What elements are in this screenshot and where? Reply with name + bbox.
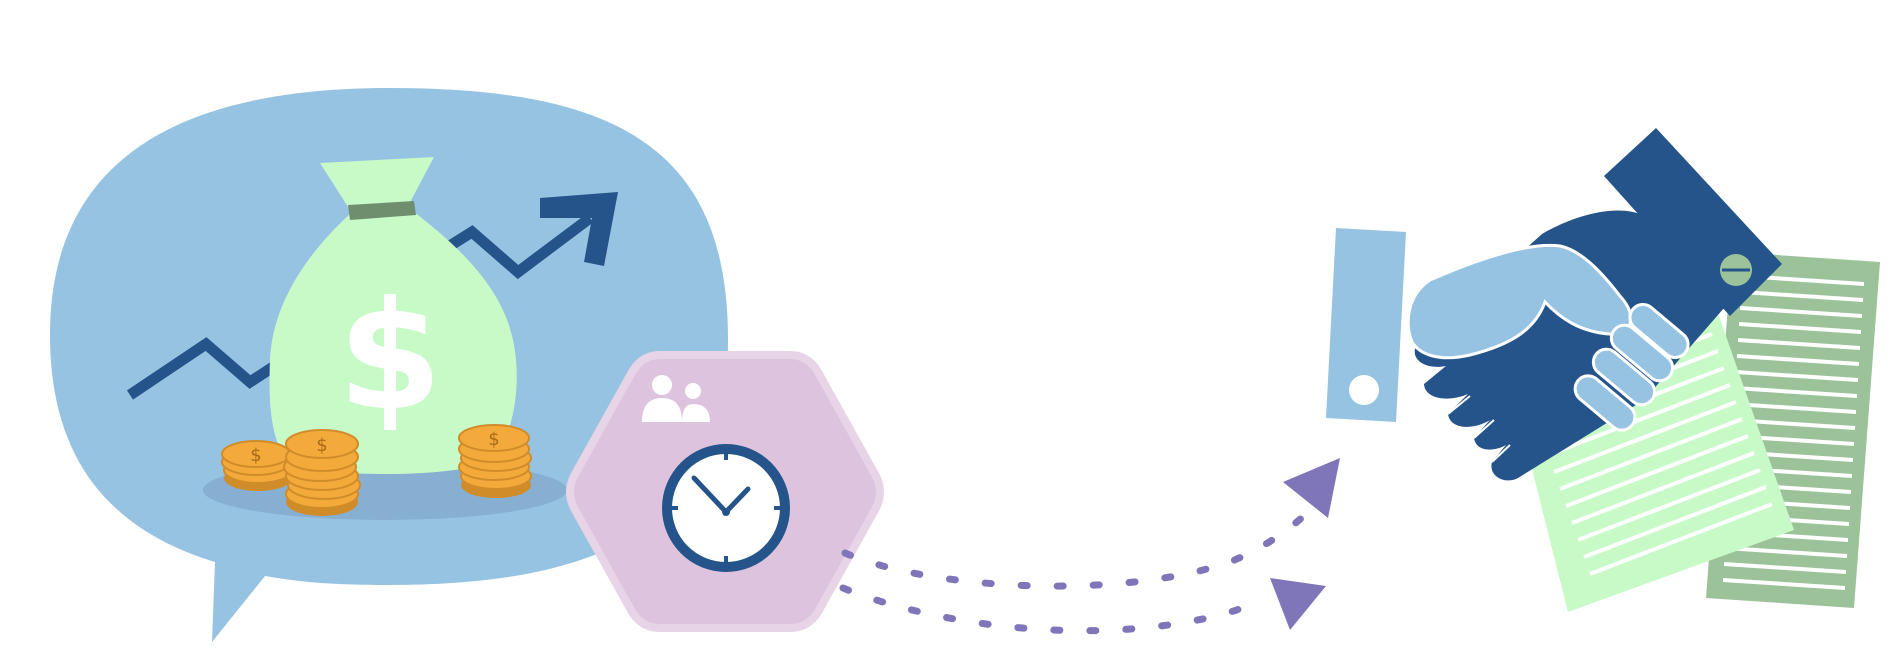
cuff-left bbox=[1326, 228, 1406, 422]
coin-stack-middle: $ bbox=[283, 429, 361, 516]
cuff-button bbox=[1349, 375, 1379, 405]
hand-light-fingers bbox=[1573, 303, 1690, 432]
coin-symbol: $ bbox=[250, 445, 261, 466]
coin-symbol: $ bbox=[488, 429, 499, 450]
coin-stack-icon: $ $ $ bbox=[221, 424, 532, 516]
clock-icon bbox=[662, 444, 790, 572]
handshake-icon bbox=[1326, 128, 1782, 481]
money-bag-icon: $ bbox=[269, 157, 517, 474]
hand-dark bbox=[1414, 210, 1724, 481]
hand-light bbox=[1406, 243, 1633, 360]
dotted-curved-arrow-icon bbox=[839, 458, 1340, 635]
coin-stack-left: $ bbox=[221, 440, 293, 491]
people-icon bbox=[642, 375, 710, 422]
hexagon-badge-icon bbox=[566, 351, 884, 632]
coin-stack-right: $ bbox=[458, 424, 532, 498]
bag-dollar-sign: $ bbox=[338, 270, 442, 444]
coin-symbol: $ bbox=[316, 435, 327, 456]
